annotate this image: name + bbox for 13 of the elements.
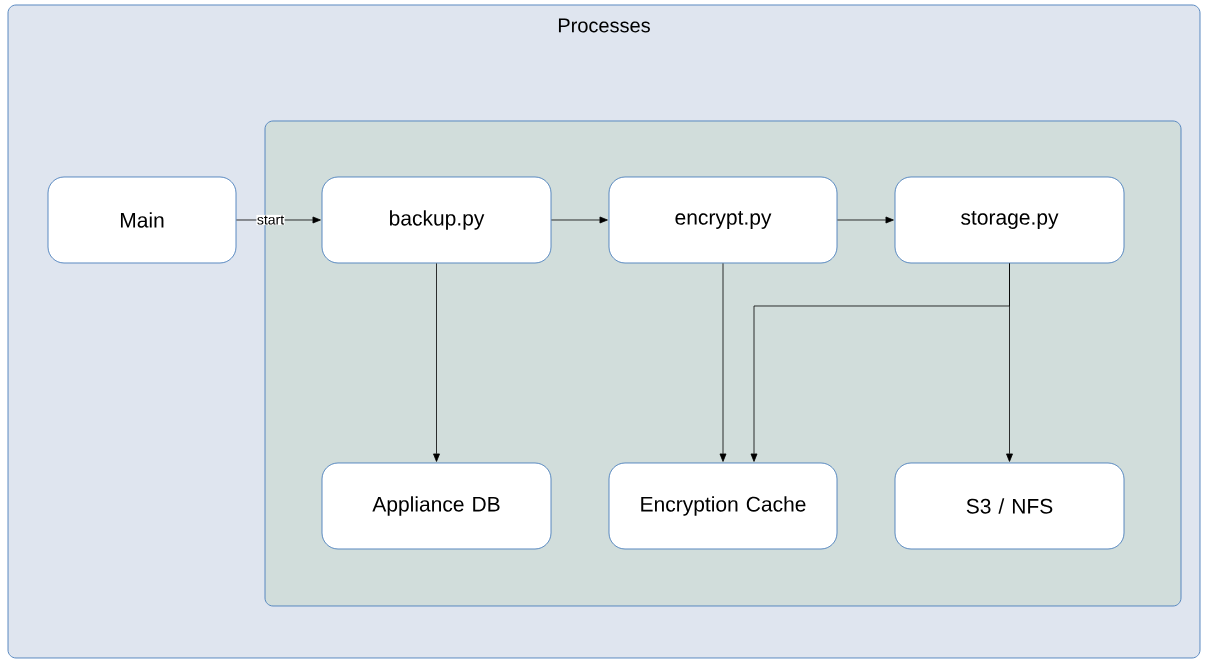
process-box: encrypt.py [608, 176, 838, 264]
process-box: storage.py [894, 176, 1125, 264]
edge-label: start [256, 214, 285, 226]
arrow [1006, 263, 1013, 462]
process-box: Encryption Cache [608, 462, 838, 550]
arrow [837, 216, 894, 224]
arrow [433, 263, 440, 462]
process-box: S3 / NFS [894, 462, 1125, 550]
process-box: backup.py [321, 176, 552, 264]
process-box: Main [47, 176, 237, 264]
process-box: Appliance DB [321, 462, 552, 550]
arrow [551, 216, 608, 224]
arrow [719, 263, 727, 462]
